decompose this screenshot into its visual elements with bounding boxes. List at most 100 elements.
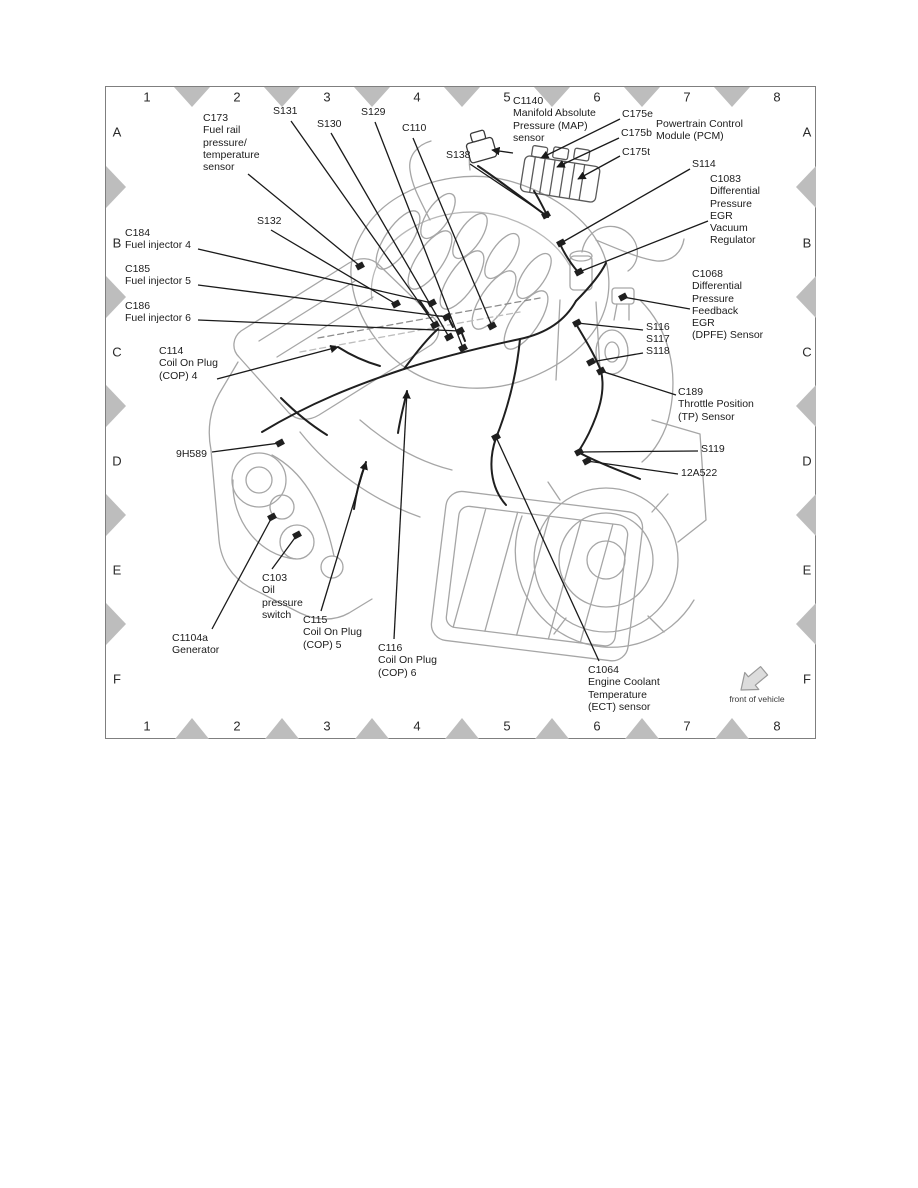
- callout-line: C175e: [622, 108, 653, 120]
- grid-number-top-5: 5: [503, 89, 511, 105]
- grid-number-top-4: 4: [413, 89, 421, 105]
- grid-letter-left-C: C: [112, 344, 122, 360]
- grid-number-top-8: 8: [773, 89, 781, 105]
- callout-line: S138: [446, 149, 471, 161]
- callout-line: Module (PCM): [656, 130, 724, 143]
- grid-number-bottom-1: 1: [143, 718, 151, 734]
- callout-line: C1083: [710, 173, 741, 185]
- grid-number-top-7: 7: [683, 89, 691, 105]
- callout-line: S117: [646, 333, 670, 345]
- grid-letter-right-A: A: [802, 124, 812, 140]
- callout-line: S119: [701, 443, 725, 455]
- callout-line: Pressure (MAP): [513, 119, 588, 132]
- callout-line: Fuel rail: [203, 124, 241, 137]
- callout-line: S116: [646, 321, 670, 333]
- callout-line: Differential: [710, 185, 760, 198]
- callout-line: (ECT) sensor: [588, 700, 651, 713]
- callout-line: Coil On Plug: [378, 654, 437, 667]
- callout-line: Fuel injector 5: [125, 275, 191, 288]
- callout-line: Fuel injector 6: [125, 312, 191, 325]
- grid-number-bottom-5: 5: [503, 718, 511, 734]
- callout-line: C185: [125, 263, 151, 275]
- grid-letter-right-D: D: [802, 453, 812, 469]
- callout-line: (COP) 6: [378, 666, 417, 679]
- callout-line: 12A522: [681, 467, 718, 479]
- callout-line: (COP) 5: [303, 638, 342, 651]
- callout-line: temperature: [203, 148, 260, 161]
- callout-line: Fuel injector 4: [125, 239, 191, 252]
- callout-line: Generator: [172, 644, 220, 657]
- callout-s131: S131: [273, 105, 298, 117]
- callout-line: sensor: [203, 161, 235, 174]
- callout-line: C116: [378, 642, 403, 654]
- callout-line: C189: [678, 386, 704, 398]
- grid-number-bottom-8: 8: [773, 718, 781, 734]
- callout-c175b: C175b: [621, 127, 652, 139]
- callout-line: S130: [317, 118, 342, 130]
- callout-s138: S138: [446, 149, 471, 161]
- callout-line: (TP) Sensor: [678, 410, 735, 423]
- callout-line: Temperature: [588, 688, 647, 701]
- callout-line: Coil On Plug: [159, 357, 218, 370]
- callout-line: C1068: [692, 268, 723, 280]
- callout-line: Oil: [262, 584, 275, 597]
- callout-line: C1140: [513, 95, 544, 107]
- callout-s119: S119: [701, 443, 725, 455]
- callout-line: Regulator: [710, 234, 756, 247]
- callout-c175e: C175e: [622, 108, 653, 120]
- callout-s117: S117: [646, 333, 670, 345]
- grid-number-bottom-3: 3: [323, 718, 331, 734]
- callout-c110: C110: [402, 122, 426, 134]
- callout-line: EGR: [710, 209, 733, 222]
- callout-line: S129: [361, 106, 386, 118]
- grid-number-bottom-2: 2: [233, 718, 241, 734]
- grid-letter-right-C: C: [802, 344, 812, 360]
- callout-line: Feedback: [692, 304, 739, 317]
- grid-number-top-1: 1: [143, 89, 151, 105]
- grid-number-bottom-6: 6: [593, 718, 601, 734]
- grid-letter-right-B: B: [802, 235, 812, 251]
- callout-line: EGR: [692, 317, 715, 330]
- grid-number-top-6: 6: [593, 89, 601, 105]
- callout-line: C186: [125, 300, 151, 312]
- callout-line: S131: [273, 105, 298, 117]
- callout-line: Powertrain Control: [656, 118, 743, 130]
- callout-line: (DPFE) Sensor: [692, 329, 764, 342]
- callout-s130: S130: [317, 118, 342, 130]
- callout-line: Coil On Plug: [303, 626, 362, 639]
- callout-line: C103: [262, 572, 288, 584]
- callout-line: C110: [402, 122, 427, 134]
- callout-line: Pressure: [692, 292, 735, 305]
- grid-letter-right-E: E: [802, 562, 812, 578]
- callout-line: Vacuum: [710, 222, 748, 235]
- callout-line: C1104a: [172, 632, 209, 644]
- callout-line: C114: [159, 345, 184, 357]
- callout-line: switch: [262, 608, 292, 621]
- callout-c175t: C175t: [622, 146, 650, 158]
- callout-s132: S132: [257, 215, 282, 227]
- callout-line: C1064: [588, 664, 619, 676]
- grid-number-top-2: 2: [233, 89, 241, 105]
- grid-letter-left-F: F: [113, 671, 121, 687]
- callout-line: Pressure: [710, 197, 753, 210]
- callout-s118: S118: [646, 345, 670, 357]
- grid-number-bottom-4: 4: [413, 718, 421, 734]
- callout-line: S132: [257, 215, 282, 227]
- callout-line: pressure: [262, 596, 303, 609]
- grid-letter-left-E: E: [112, 562, 122, 578]
- callout-line: sensor: [513, 131, 545, 144]
- callout-line: C184: [125, 227, 151, 239]
- callout-cbl12a522: 12A522: [681, 467, 717, 479]
- grid-number-top-3: 3: [323, 89, 331, 105]
